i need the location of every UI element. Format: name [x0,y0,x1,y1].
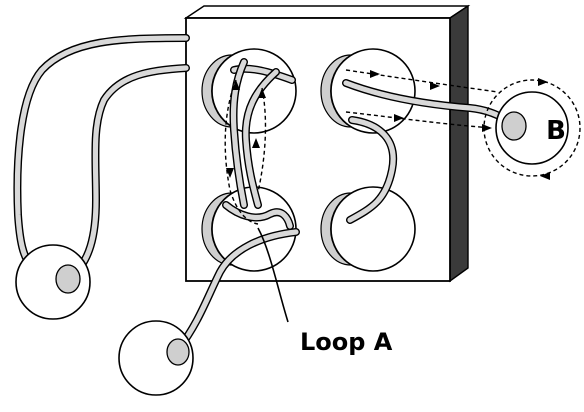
ball-bottom-bead [166,338,190,366]
arrow-right-bottom [394,114,404,122]
ball-bottom [118,320,194,396]
arrow-up-right [258,88,266,98]
arrow-right-mid [430,82,440,90]
ring-b-path [345,69,581,180]
ring-b: B [495,91,569,165]
orbit-arrow-top [538,78,548,86]
arrow-down-left [226,168,234,178]
arrow-up-mid [252,138,260,148]
board-side-edge [449,4,469,283]
loop-a-callout: Loop A [257,227,393,356]
ball-left-bead [55,264,81,294]
arrow-up-left [232,80,240,90]
ring-b-bead [501,111,527,141]
hole-bottom-right [320,186,416,272]
ball-left [15,244,91,320]
loop-a-label: Loop A [300,328,393,356]
loop-a-path [224,79,267,225]
loop-a-leader-line [257,227,289,323]
ring-b-label: B [546,116,566,146]
board-top-edge [183,5,471,19]
ring-b-orbit [483,79,581,177]
arrow-right-top [370,70,380,78]
orbit-arrow-bottom [540,172,550,180]
hole-bottom-left [201,186,297,272]
